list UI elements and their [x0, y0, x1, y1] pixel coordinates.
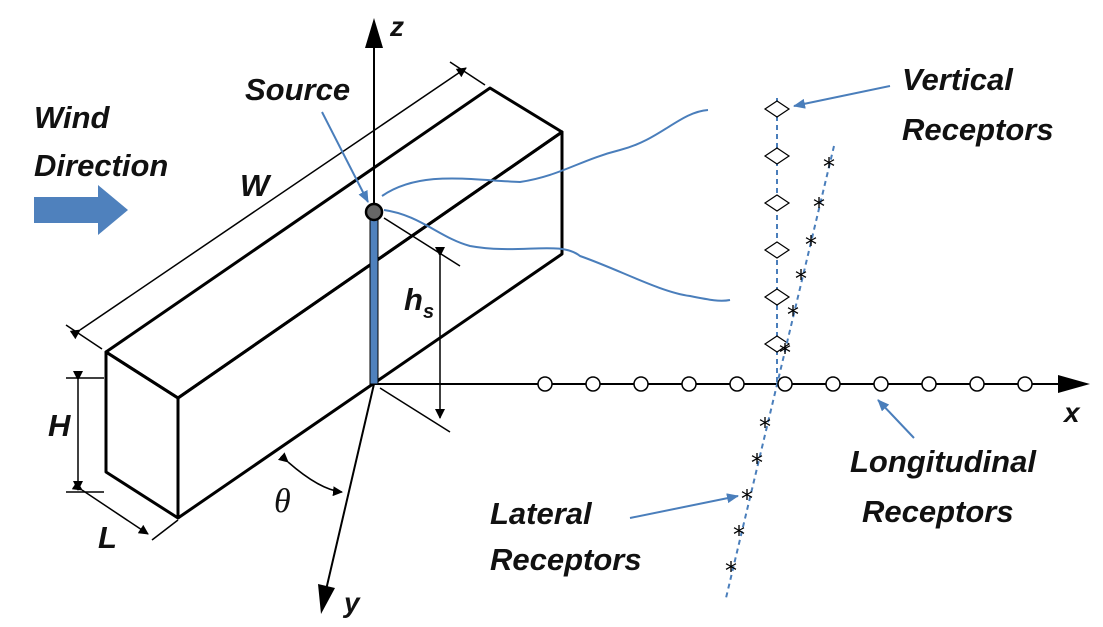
- W-extension-bottom: [65, 324, 103, 350]
- longitudinal-receptor-1: [537, 376, 553, 392]
- building: [104, 86, 564, 520]
- L-label: L: [98, 520, 117, 555]
- theta-label: θ: [274, 483, 291, 520]
- wind-arrow: [34, 185, 128, 235]
- dimension-W: W: [65, 61, 486, 350]
- dimension-H: H: [48, 371, 104, 493]
- longitudinal-pointer: [877, 399, 915, 439]
- lateral-receptor-3: *: [805, 231, 817, 259]
- vertical-label-line1: Vertical: [902, 62, 1014, 97]
- z-axis-label: z: [389, 11, 404, 42]
- longitudinal-receptor-4: [681, 376, 697, 392]
- lateral-receptor-7: *: [759, 413, 771, 441]
- plume-lower-curve: [383, 209, 731, 302]
- vertical-pointer: [793, 85, 891, 109]
- source-point: [364, 202, 384, 222]
- lateral-receptor-4: *: [795, 265, 807, 293]
- wind-label-line2: Direction: [34, 148, 168, 183]
- longitudinal-label-line1: Longitudinal: [850, 444, 1037, 479]
- hs-extension-bottom: [379, 387, 451, 433]
- longitudinal-callout: Longitudinal Receptors: [850, 399, 1037, 529]
- wind-label-line1: Wind: [34, 100, 111, 135]
- source-label: Source: [245, 72, 350, 107]
- y-axis-arrowhead: [318, 584, 335, 614]
- dimension-hs: hs: [379, 217, 461, 433]
- vertical-receptor-6: [763, 335, 791, 353]
- stack: [364, 202, 384, 385]
- lateral-receptor-8: *: [751, 449, 763, 477]
- longitudinal-receptor-10: [969, 376, 985, 392]
- lateral-receptor-line: [725, 145, 835, 599]
- vertical-receptor-5: [763, 288, 791, 306]
- W-label: W: [240, 168, 272, 203]
- lateral-receptor-6: *: [779, 339, 791, 367]
- vertical-label-line2: Receptors: [902, 112, 1054, 147]
- source-callout: Source: [245, 72, 369, 203]
- y-axis-line: [325, 383, 375, 591]
- dimension-L: L: [71, 480, 179, 555]
- vertical-receptor-3: [763, 194, 791, 212]
- lateral-receptor-10: *: [733, 521, 745, 549]
- H-label: H: [48, 408, 71, 443]
- L-extension-right: [151, 519, 179, 541]
- vertical-receptor-4: [763, 241, 791, 259]
- longitudinal-receptor-3: [633, 376, 649, 392]
- lateral-label-line2: Receptors: [490, 542, 642, 577]
- x-axis-label: x: [1062, 397, 1081, 428]
- wind-direction: Wind Direction: [34, 100, 168, 235]
- building-front-face: [104, 350, 180, 520]
- z-axis-arrowhead: [365, 18, 383, 48]
- longitudinal-receptor-7: [825, 376, 841, 392]
- hs-label: hs: [404, 282, 434, 323]
- x-axis-arrowhead: [1058, 375, 1090, 393]
- angle-theta: θ: [274, 452, 343, 520]
- longitudinal-receptor-5: [729, 376, 745, 392]
- L-dimension-line: [71, 480, 149, 535]
- W-dimension-line: [69, 67, 467, 340]
- y-axis-label: y: [342, 587, 361, 618]
- lateral-label-line1: Lateral: [490, 496, 593, 531]
- stack-pipe: [369, 211, 379, 385]
- longitudinal-receptor-8: [873, 376, 889, 392]
- longitudinal-receptor-11: [1017, 376, 1033, 392]
- vertical-receptors: Vertical Receptors: [763, 62, 1054, 384]
- longitudinal-receptor-markers: [537, 376, 1033, 392]
- longitudinal-receptor-2: [585, 376, 601, 392]
- longitudinal-label-line2: Receptors: [862, 494, 1014, 529]
- longitudinal-receptor-9: [921, 376, 937, 392]
- vertical-receptor-2: [763, 147, 791, 165]
- hs-extension-top: [383, 217, 461, 267]
- lateral-pointer: [629, 493, 739, 519]
- lateral-receptor-11: *: [725, 557, 737, 585]
- lateral-receptor-5: *: [787, 301, 799, 329]
- plume: [381, 109, 731, 302]
- lateral-receptor-9: *: [741, 485, 753, 513]
- lateral-receptor-markers: * * * * * * * * * * *: [725, 153, 835, 585]
- W-extension-top: [449, 61, 486, 86]
- longitudinal-receptor-6: [777, 376, 793, 392]
- theta-arc: [277, 452, 343, 497]
- vertical-receptor-1: [763, 100, 791, 118]
- source-pointer: [321, 111, 369, 203]
- lateral-receptor-2: *: [813, 193, 825, 221]
- lateral-receptors: Lateral Receptors: [490, 145, 835, 599]
- lateral-receptor-1: *: [823, 153, 835, 181]
